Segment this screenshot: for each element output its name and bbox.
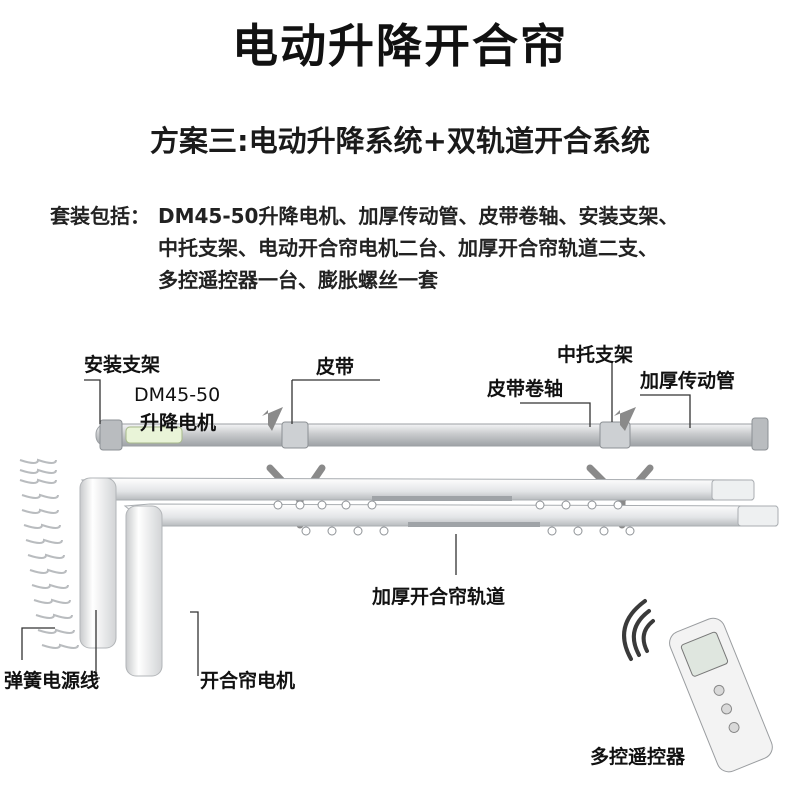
label-belt-reel: 皮带卷轴: [487, 378, 564, 400]
label-remote: 多控遥控器: [590, 746, 686, 768]
remote-control: [669, 617, 773, 773]
label-drive-tube: 加厚传动管: [640, 370, 736, 392]
curtain-track-lower: [123, 503, 779, 527]
rotation-arrows: [262, 407, 636, 431]
label-lift-motor: 升降电机: [140, 412, 217, 434]
page-title: 电动升降开合帘: [232, 19, 568, 73]
signal-waves-icon: [622, 599, 655, 661]
label-curtain-track: 加厚开合帘轨道: [372, 586, 506, 608]
curtain-motor-right: [125, 505, 163, 677]
drive-tube: [95, 417, 769, 451]
spring-power-cable: [19, 458, 79, 649]
package-label: 套装包括：: [50, 204, 150, 228]
package-line-2: 中托支架、电动开合帘电机二台、加厚开合帘轨道二支、: [158, 236, 658, 260]
label-lift-motor-model: DM45-50: [134, 384, 221, 406]
label-mount-bracket: 安装支架: [84, 354, 161, 376]
label-belt: 皮带: [316, 356, 355, 378]
label-curtain-motor: 开合帘电机: [200, 670, 296, 692]
package-line-1: DM45-50升降电机、加厚传动管、皮带卷轴、安装支架、: [158, 204, 679, 228]
leader-lines: [21, 362, 691, 679]
track-belt-connector-upper: [372, 496, 512, 501]
package-line-3: 多控遥控器一台、膨胀螺丝一套: [158, 268, 438, 292]
label-spring-cable: 弹簧电源线: [4, 670, 100, 692]
curtain-motor-left: [79, 477, 117, 649]
track-runners: [273, 500, 635, 536]
label-middle-bracket: 中托支架: [557, 344, 634, 366]
page-subtitle: 方案三:电动升降系统+双轨道开合系统: [150, 124, 650, 158]
track-belt-connector-lower: [408, 522, 540, 527]
